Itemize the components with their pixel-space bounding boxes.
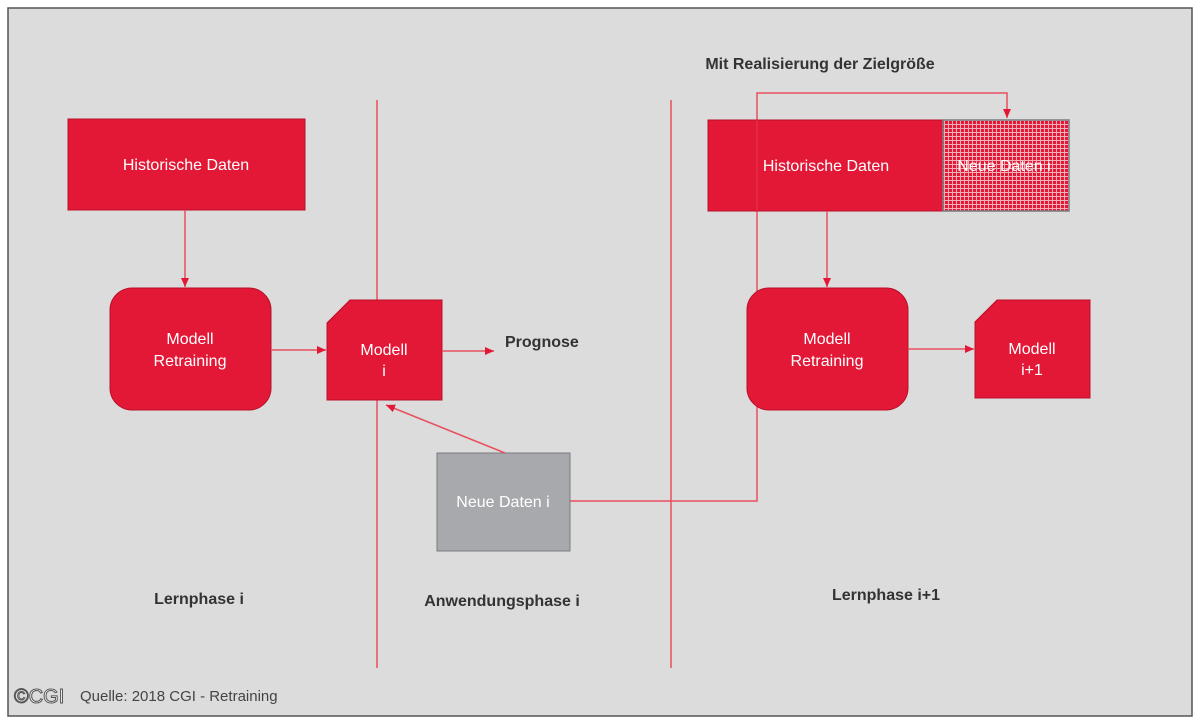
connector-neue-daten-to-new-data-block: [570, 92, 1011, 502]
phase-label-lernphase-i-plus-1: Lernphase i+1: [832, 587, 940, 604]
right-retraining-label-2: Retraining: [791, 353, 864, 370]
model-i-plus-1-label-1: Modell: [1008, 341, 1055, 358]
right-neue-daten-label: Neue Daten i: [957, 158, 1050, 175]
left-retraining-label-2: Retraining: [154, 353, 227, 370]
model-i-label-1: Modell: [360, 342, 407, 359]
arrow-neue-daten-to-model: [385, 404, 506, 454]
right-historische-daten-box: Historische Daten: [707, 119, 944, 212]
top-label: Mit Realisierung der Zielgröße: [705, 56, 934, 73]
model-i-box: Modell i: [326, 299, 443, 401]
right-retraining-label-1: Modell: [803, 331, 850, 348]
model-i-plus-1-label-2: i+1: [1021, 362, 1043, 379]
cgi-watermark: ©CGI: [14, 686, 64, 708]
right-modell-retraining-box: Modell Retraining: [746, 287, 909, 411]
model-i-label-2: i: [382, 363, 386, 380]
right-neue-daten-hatched-box: Neue Daten i: [942, 119, 1070, 212]
left-modell-retraining-box: Modell Retraining: [109, 287, 272, 411]
left-historische-label: Historische Daten: [123, 157, 249, 174]
neue-daten-label: Neue Daten i: [456, 494, 549, 511]
source-caption: Quelle: 2018 CGI - Retraining: [80, 688, 278, 705]
model-i-plus-1-box: Modell i+1: [974, 299, 1091, 399]
neue-daten-box: Neue Daten i: [436, 452, 571, 552]
left-retraining-label-1: Modell: [166, 331, 213, 348]
right-historische-label: Historische Daten: [763, 158, 889, 175]
phase-label-anwendungsphase-i: Anwendungsphase i: [424, 593, 580, 610]
left-historische-daten-box: Historische Daten: [67, 118, 306, 211]
phase-label-lernphase-i: Lernphase i: [154, 591, 244, 608]
prognose-label: Prognose: [505, 334, 579, 351]
